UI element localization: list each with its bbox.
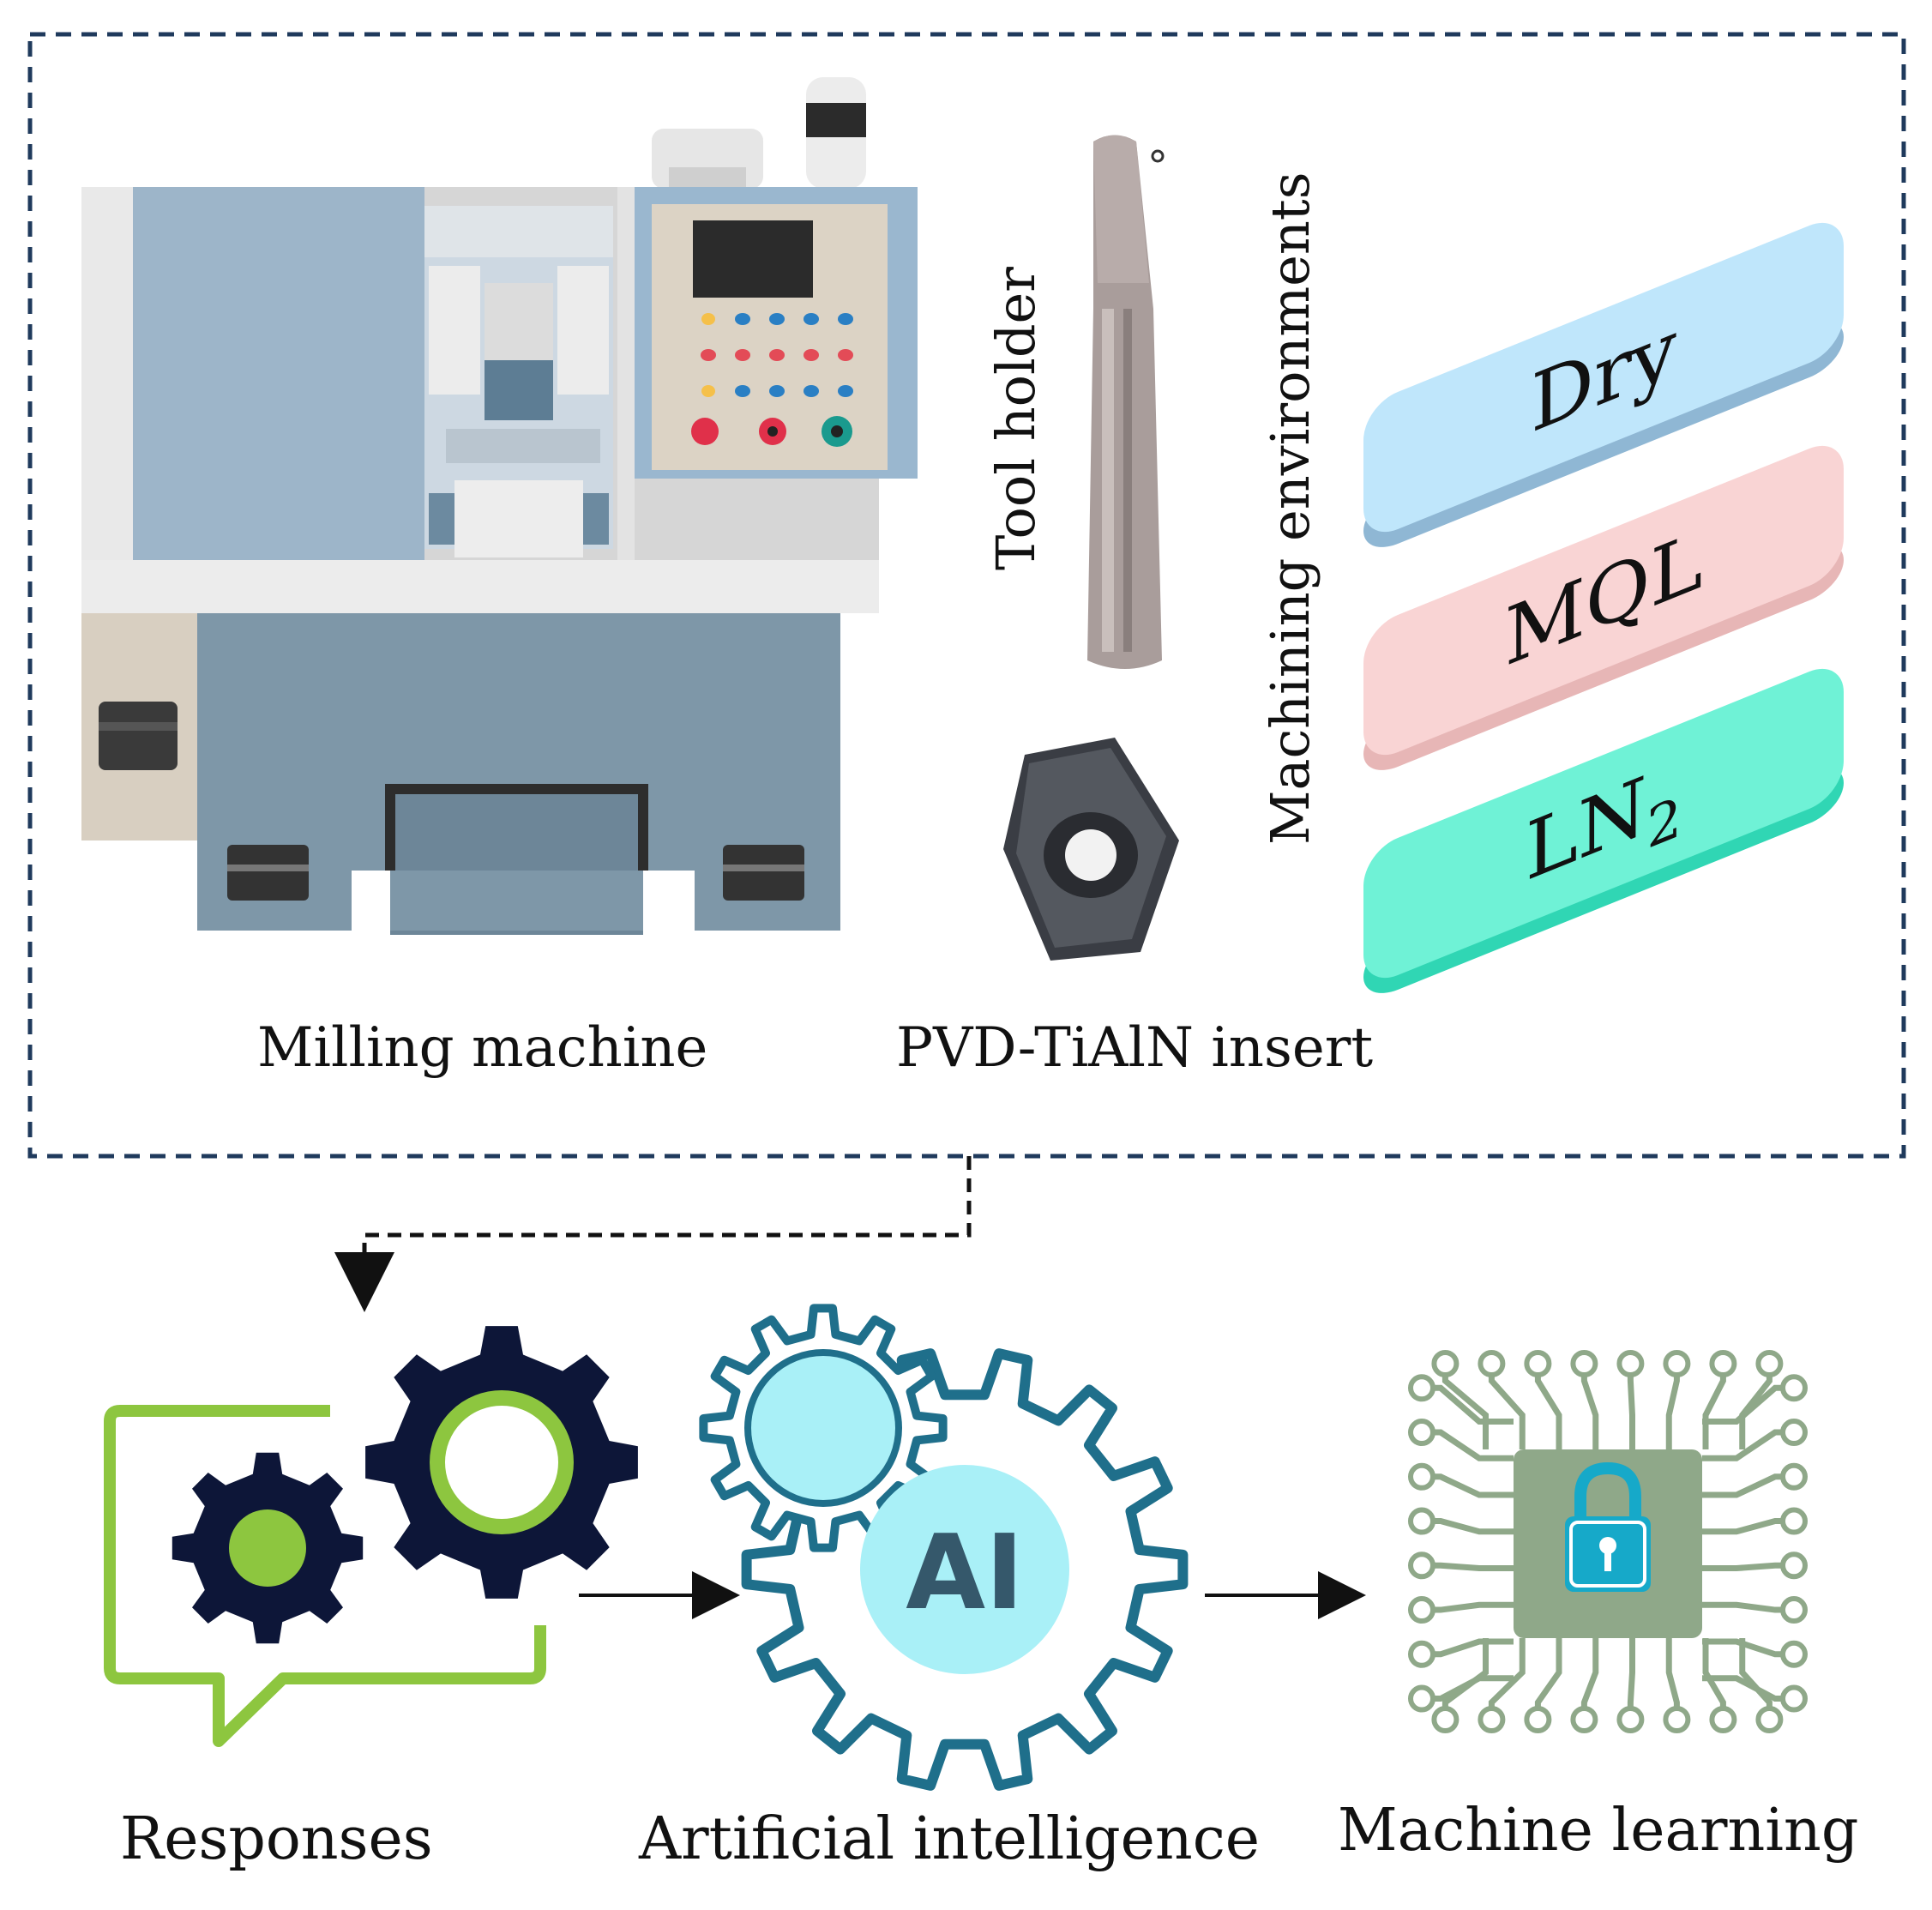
milling-machine-icon [81,77,918,935]
dashed-connector [334,1156,972,1312]
setup-frame [27,32,1906,1159]
label-artificial-intelligence: Artificial intelligence [639,1805,1261,1873]
label-responses: Responses [120,1805,433,1873]
env-plate-mql: MQL [1363,445,1844,770]
ai-text: AI [906,1514,1024,1633]
env-plate-ln2: LN2 [1363,668,1844,993]
gears-chat-icon [104,1326,638,1747]
label-milling-machine: Milling machine [257,1016,708,1080]
label-machining-environments: Machining environments [1259,172,1321,845]
label-machine-learning: Machine learning [1338,1797,1859,1865]
insert-icon [1003,738,1179,961]
circuit-lock-icon [1408,1350,1808,1733]
ai-gear-icon: AI [699,1304,1189,1791]
label-insert: PVD-TiAlN insert [896,1016,1374,1080]
label-tool-holder: Tool holder [984,267,1047,570]
tool-holder-icon [1087,135,1165,669]
